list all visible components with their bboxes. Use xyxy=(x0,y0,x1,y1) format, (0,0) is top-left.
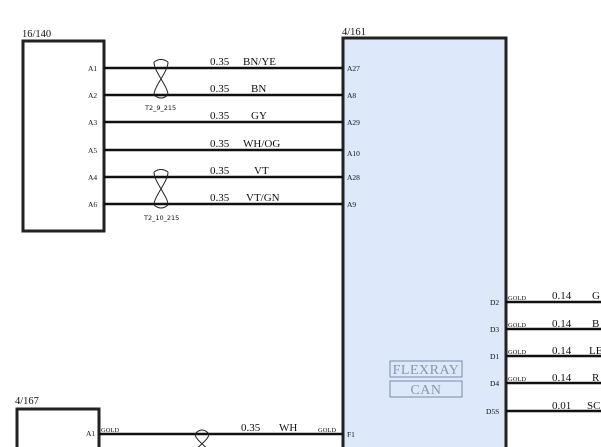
pin-label: A5 xyxy=(88,146,97,155)
wire-gauge: 0.35 xyxy=(241,422,261,434)
wire-color: G xyxy=(592,290,600,302)
pin-label: D5S xyxy=(486,407,499,416)
pin-label: D3 xyxy=(490,325,499,334)
wire-color: B xyxy=(592,318,599,330)
wire-color: SC xyxy=(587,400,600,412)
pin-label: A6 xyxy=(88,200,97,209)
wire-gauge: 0.14 xyxy=(552,318,572,330)
ecu-4-161[interactable] xyxy=(341,36,508,447)
right-wire-d1[interactable]: D1 GOLD 0.14 LE xyxy=(490,345,601,361)
wire-color: GY xyxy=(251,110,267,122)
twisted-pair-marker-1: T2_9_215 xyxy=(144,59,176,112)
right-wire-d2[interactable]: D2 GOLD 0.14 G xyxy=(490,290,601,307)
wire-gauge: 0.35 xyxy=(210,56,230,68)
plating-label: GOLD xyxy=(508,349,526,356)
right-wire-d3[interactable]: D3 GOLD 0.14 B xyxy=(490,318,601,334)
pin-label: A2 xyxy=(88,91,97,100)
pin-label: A9 xyxy=(347,200,356,209)
wire-color: R xyxy=(592,372,600,384)
bottom-wire-f1[interactable]: A1 GOLD 0.35 WH GOLD F1 xyxy=(86,422,355,439)
plating-label: GOLD xyxy=(508,295,526,302)
plating-label: GOLD xyxy=(318,427,336,434)
pin-label: A4 xyxy=(88,173,97,182)
pin-label: D4 xyxy=(490,379,499,388)
left-wire-1[interactable]: A1 0.35 BN/YE A27 xyxy=(88,56,360,73)
connector-4-167[interactable] xyxy=(15,407,101,447)
wire-gauge: 0.01 xyxy=(552,400,571,412)
svg-text:FLEXRAY: FLEXRAY xyxy=(393,363,460,378)
pin-label: A27 xyxy=(347,64,360,73)
right-wire-d4[interactable]: D4 GOLD 0.14 R xyxy=(490,372,601,388)
twist-label: T2_10_215 xyxy=(143,214,179,222)
connector-ref-left-top: 16/140 xyxy=(22,29,51,40)
left-wire-6[interactable]: A6 0.35 VT/GN A9 xyxy=(88,192,356,209)
pin-label: A3 xyxy=(88,118,97,127)
left-wire-3[interactable]: A3 0.35 GY A29 xyxy=(88,110,360,127)
wire-gauge: 0.14 xyxy=(552,290,572,302)
plating-label: GOLD xyxy=(101,427,119,434)
twisted-pair-marker-2: T2_10_215 xyxy=(143,169,179,222)
wire-color: VT xyxy=(254,165,269,177)
wire-gauge: 0.35 xyxy=(210,83,230,95)
wire-gauge: 0.35 xyxy=(210,192,230,204)
twist-label: T2_9_215 xyxy=(144,104,176,112)
left-wire-5[interactable]: A4 0.35 VT A28 xyxy=(88,165,360,182)
right-wire-d5s[interactable]: D5S 0.01 SC xyxy=(486,400,601,416)
pin-label: A1 xyxy=(86,429,95,438)
wire-gauge: 0.14 xyxy=(552,372,572,384)
connector-ref-left-bottom: 4/167 xyxy=(15,396,39,407)
wire-color: WH xyxy=(279,422,297,434)
wire-color: LE xyxy=(589,345,601,357)
connector-ref-ecu: 4/161 xyxy=(342,27,366,38)
wire-gauge: 0.35 xyxy=(210,138,230,150)
left-wire-4[interactable]: A5 0.35 WH/OG A10 xyxy=(88,138,360,158)
flexray-label: FLEXRAY xyxy=(389,360,463,378)
left-wire-2[interactable]: A2 0.35 BN A8 xyxy=(88,83,356,100)
pin-label: A8 xyxy=(347,91,356,100)
wire-gauge: 0.14 xyxy=(552,345,572,357)
connector-16-140[interactable] xyxy=(21,39,106,233)
wire-color: BN xyxy=(251,83,266,95)
svg-text:CAN: CAN xyxy=(410,383,441,398)
pin-label: A28 xyxy=(347,173,360,182)
twisted-pair-marker-3 xyxy=(194,429,210,447)
pin-label: D2 xyxy=(490,298,499,307)
wire-gauge: 0.35 xyxy=(210,110,230,122)
pin-label: A29 xyxy=(347,118,360,127)
pin-label: A1 xyxy=(88,64,97,73)
pin-label: F1 xyxy=(347,430,355,439)
wire-color: BN/YE xyxy=(243,56,276,68)
wire-color: VT/GN xyxy=(246,192,280,204)
can-label: CAN xyxy=(389,380,463,398)
pin-label: A10 xyxy=(347,149,360,158)
plating-label: GOLD xyxy=(508,322,526,329)
wire-gauge: 0.35 xyxy=(210,165,230,177)
plating-label: GOLD xyxy=(508,376,526,383)
pin-label: D1 xyxy=(490,352,499,361)
wire-color: WH/OG xyxy=(243,138,280,150)
